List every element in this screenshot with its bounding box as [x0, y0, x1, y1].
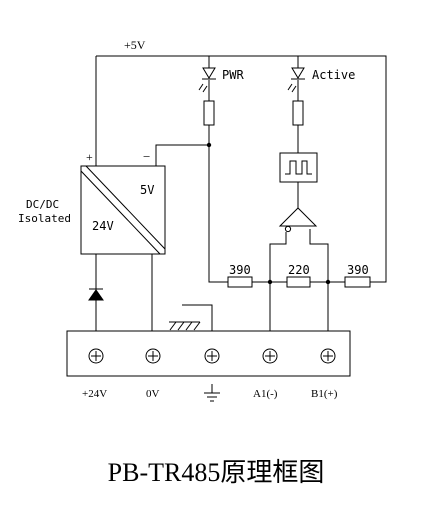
terminal-24v-icon [88, 348, 104, 364]
terminal-label-a1: A1(-) [253, 388, 278, 400]
converter-minus-wire [155, 144, 228, 283]
led-active-label: Active [312, 68, 355, 82]
junction-dot [267, 279, 273, 285]
earth-hatch-icon [169, 321, 201, 331]
pulse-generator [279, 152, 318, 183]
rs485-transceiver [278, 207, 318, 233]
terminals [88, 348, 336, 364]
led-pwr-icon [198, 67, 216, 93]
terminal-earth-icon [204, 348, 220, 364]
terminal-label-24v: +24V [82, 388, 107, 400]
resistor-label-3: 390 [347, 263, 369, 277]
terminal-label-0v: 0V [146, 388, 160, 400]
resistor-label-1: 390 [229, 263, 251, 277]
terminal-a1-icon [262, 348, 278, 364]
dcdc-converter [80, 165, 166, 255]
ground-symbol-icon [204, 384, 220, 402]
resistor-390-left [227, 276, 253, 288]
diagram-caption: PB-TR485原理框图 [107, 458, 325, 487]
terminal-0v-icon [145, 348, 161, 364]
terminal-b1-icon [320, 348, 336, 364]
resistor-label-2: 220 [288, 263, 310, 277]
converter-label-1: DC/DC [26, 198, 59, 211]
led-pwr-label: PWR [222, 68, 244, 82]
converter-input-voltage: 24V [92, 219, 114, 233]
rail-label: +5V [124, 38, 146, 52]
rail-5v-wire [96, 55, 387, 283]
led-active-icon [287, 67, 305, 93]
converter-output-voltage: 5V [140, 183, 154, 197]
resistor-220 [286, 276, 311, 288]
resistor-active [292, 100, 304, 126]
resistor-pwr [203, 100, 215, 126]
diode-icon [88, 288, 104, 301]
transceiver-wires [269, 229, 329, 282]
converter-minus: − [143, 149, 150, 164]
converter-label-2: Isolated [18, 212, 71, 225]
terminal-label-b1: B1(+) [311, 388, 338, 400]
converter-plus: + [86, 150, 93, 164]
junction-dot [206, 142, 212, 148]
resistor-390-right [344, 276, 371, 288]
junction-dot [325, 279, 331, 285]
